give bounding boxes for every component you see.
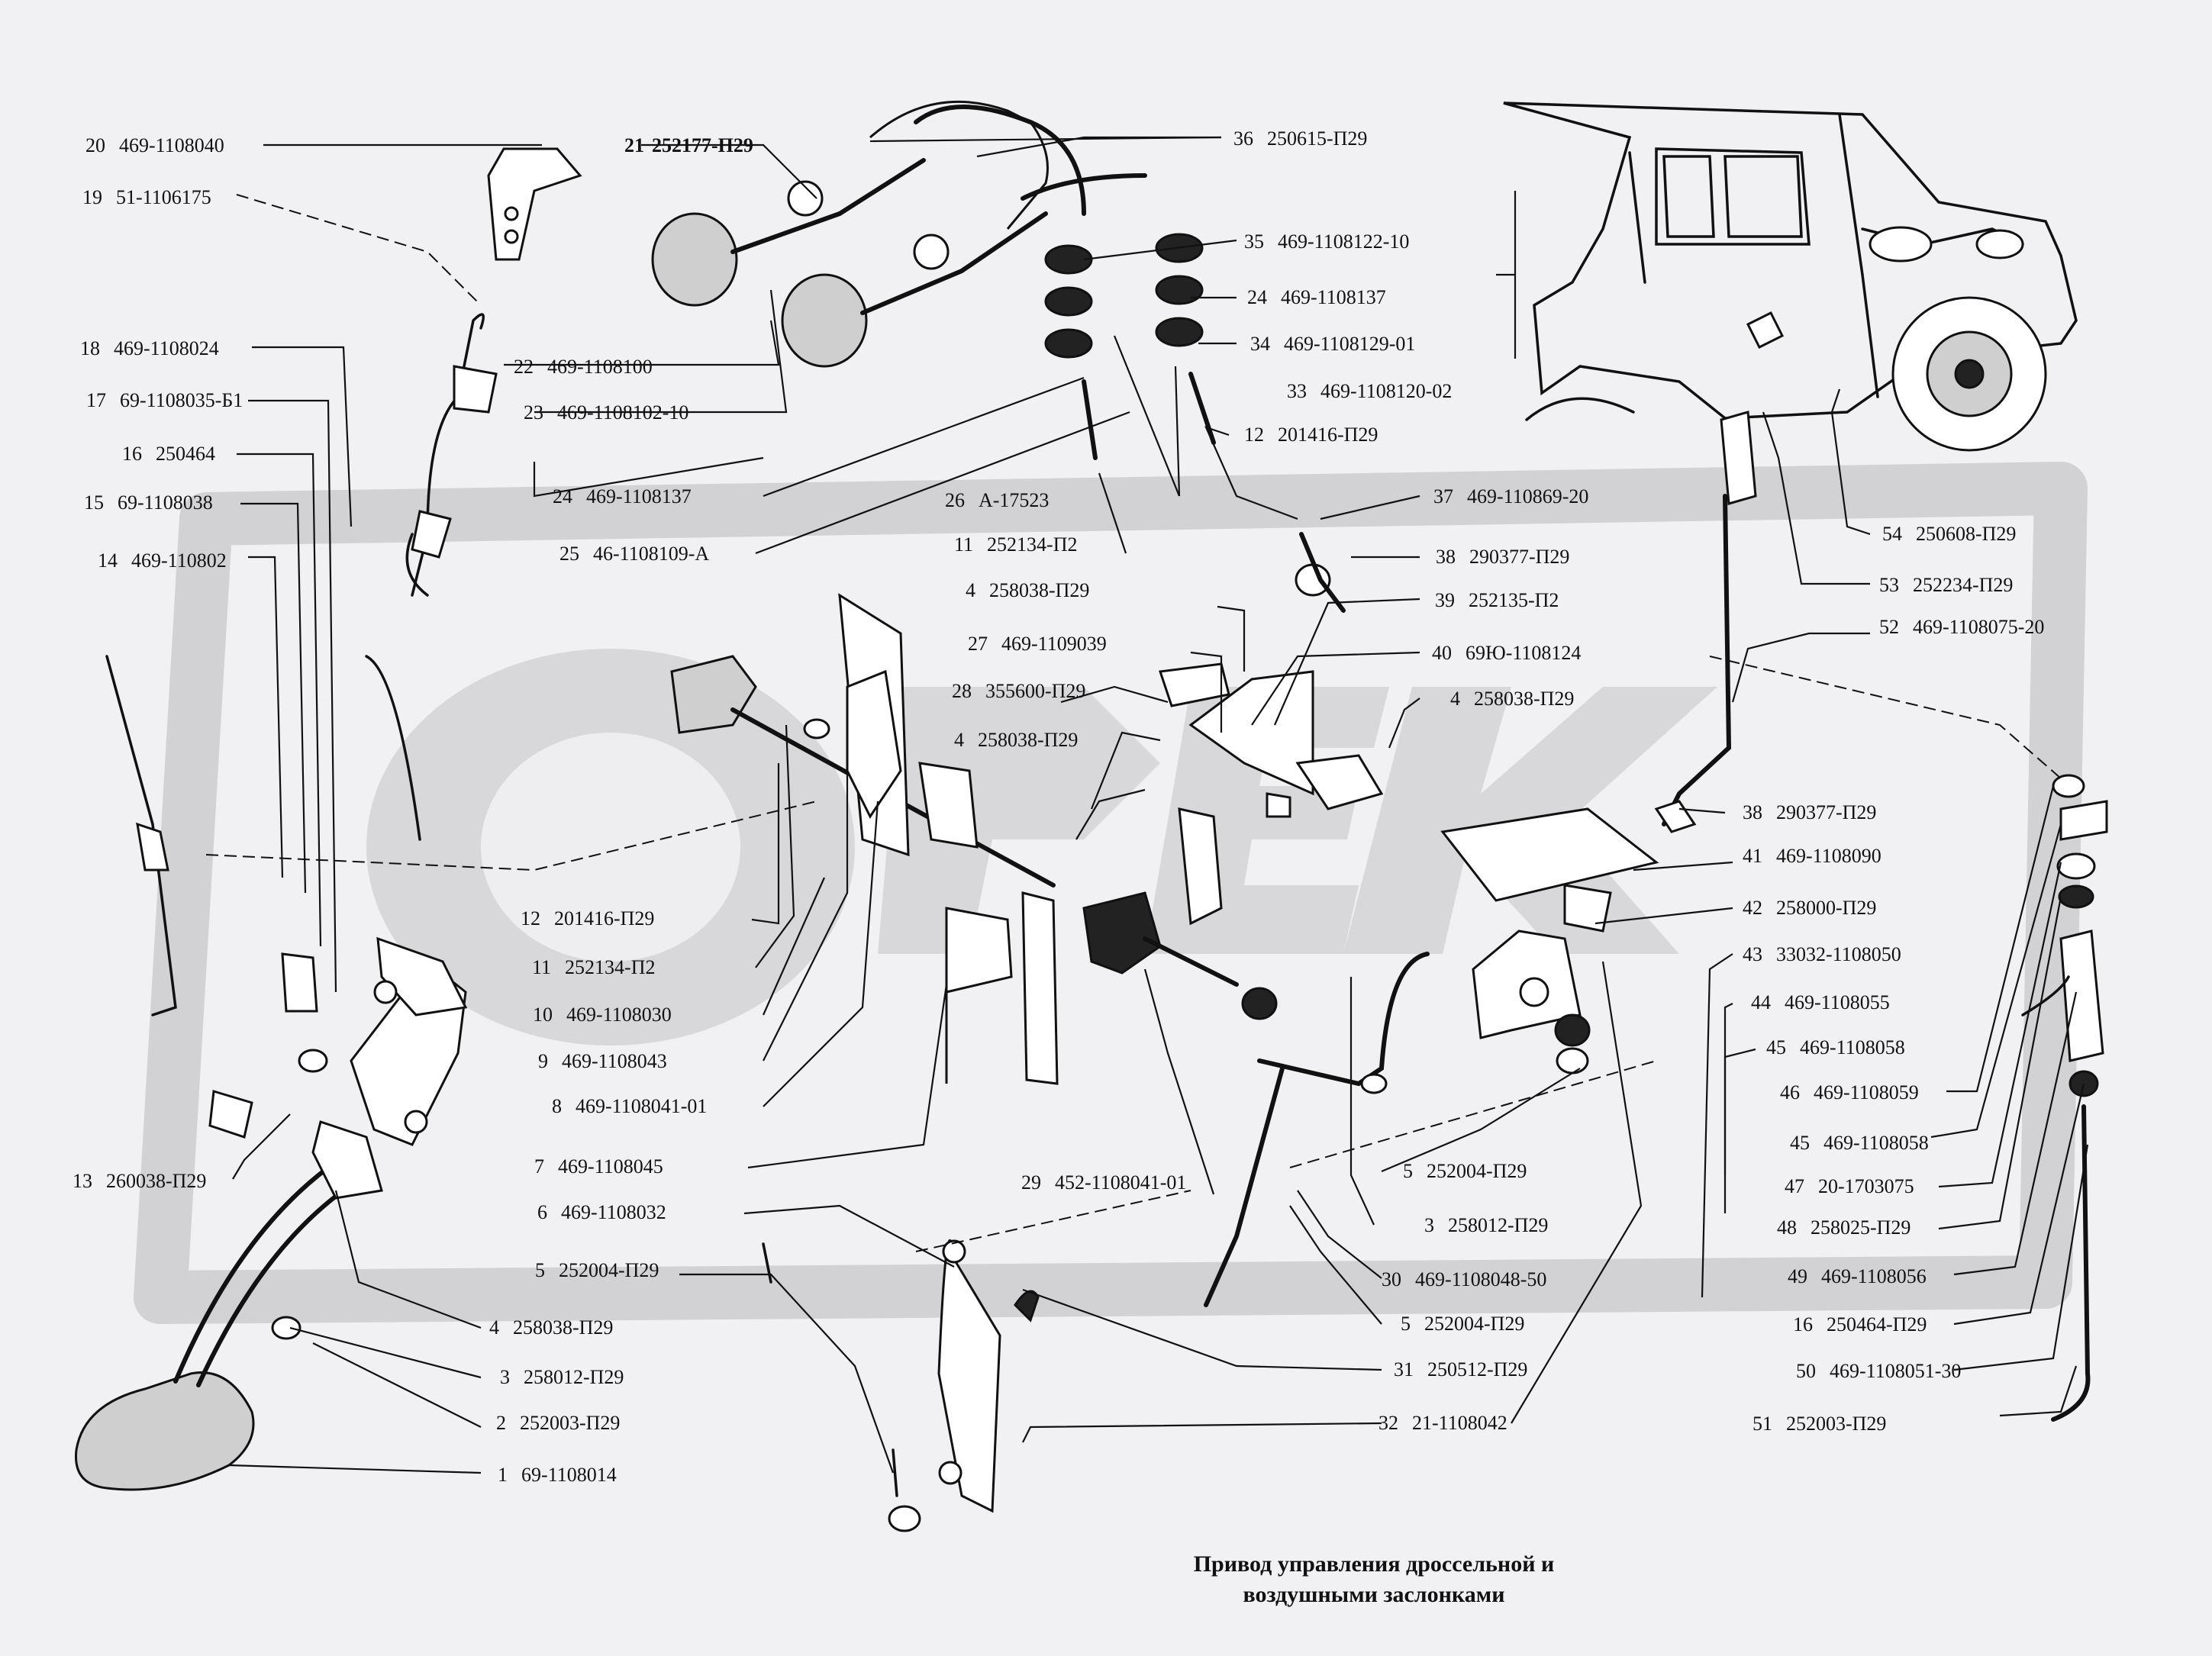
- diagram-caption: Привод управления дроссельной и воздушны…: [1099, 1549, 1649, 1610]
- throttle-linkage: [670, 411, 1757, 1532]
- caption-line-1: Привод управления дроссельной и: [1193, 1551, 1555, 1577]
- caption-line-2: воздушными заслонками: [1243, 1582, 1505, 1607]
- accelerator-pedal: [75, 147, 772, 1491]
- vehicle-illustration: [1503, 101, 2078, 452]
- watermark-logo: [134, 462, 2088, 1324]
- leader-lines: [205, 136, 2089, 1474]
